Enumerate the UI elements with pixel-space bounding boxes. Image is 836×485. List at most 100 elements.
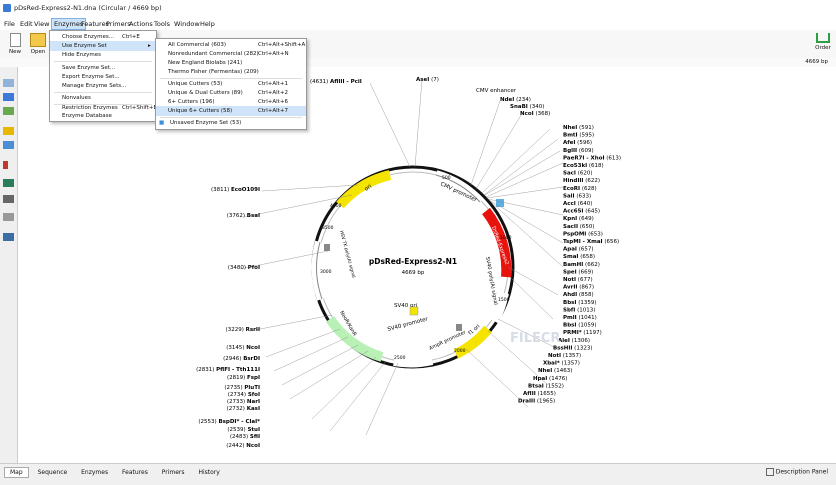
submenu-thermo[interactable]: Thermo Fisher (Fermentas) (209) [168, 69, 259, 75]
menu-actions[interactable]: Actions [129, 20, 153, 28]
enzyme-label-right[interactable]: NcoI (368) [520, 111, 550, 117]
enzyme-label-right[interactable]: BbsI (1359) [563, 300, 597, 306]
menu-item-hide-enzymes[interactable]: Hide Enzymes [62, 52, 101, 58]
rotate-icon[interactable] [3, 161, 8, 169]
enzyme-label-right[interactable]: PspOMI (653) [563, 231, 603, 237]
enzyme-label-right[interactable]: AccI (640) [563, 201, 592, 207]
menu-primers[interactable]: Primers [106, 20, 131, 28]
enzyme-label-left[interactable]: (3811) EcoO109I [211, 187, 260, 193]
menu-features[interactable]: Features [81, 20, 109, 28]
menu-file[interactable]: File [4, 20, 15, 28]
enzyme-label-right[interactable]: Eco53kI (618) [563, 163, 604, 169]
enzyme-label-left[interactable]: (2733) NarI [227, 399, 260, 405]
enzyme-label-right[interactable]: BamHI (662) [563, 262, 600, 268]
cmv-enhancer-feature[interactable] [496, 199, 504, 207]
enzyme-label-right[interactable]: SmaI (658) [563, 254, 595, 260]
enzyme-label-right[interactable]: EcoRI (628) [563, 186, 597, 192]
menu-item-enzyme-database[interactable]: Enzyme Database [62, 113, 112, 119]
enzyme-label-right[interactable]: AfIII (1655) [523, 391, 556, 397]
enzyme-label-right[interactable]: BmtI (595) [563, 133, 594, 139]
menu-window[interactable]: Window [174, 20, 200, 28]
menu-item-manage-enzyme-sets[interactable]: Manage Enzyme Sets... [62, 83, 127, 89]
enzyme-label-right[interactable]: AhdI (858) [563, 292, 594, 298]
enzyme-label-right[interactable]: SpeI (669) [563, 269, 593, 275]
menu-item-choose-enzymes[interactable]: Choose Enzymes...Ctrl+E [62, 34, 140, 40]
enzyme-label-right[interactable]: AvrII (867) [563, 285, 594, 291]
submenu-6plus[interactable]: 6+ Cutters (196)Ctrl+Alt+6 [168, 99, 288, 105]
menu-item-nonvalues[interactable]: Nonvalues [62, 95, 91, 101]
menu-enzymes[interactable]: Enzymes [51, 18, 87, 30]
menu-edit[interactable]: Edit [20, 20, 33, 28]
submenu-nonredundant[interactable]: Nonredundant Commercial (282)Ctrl+Alt+N [168, 51, 289, 57]
submenu-unique-6plus[interactable]: Unique 6+ Cutters (58)Ctrl+Alt+7 [156, 106, 306, 116]
enzyme-label-right[interactable]: SacII (650) [563, 224, 595, 230]
enzyme-label-right[interactable]: ApaI (657) [563, 247, 594, 253]
enzyme-label-right[interactable]: TspMI - XmaI (656) [563, 239, 619, 245]
tab-history[interactable]: History [198, 469, 220, 476]
enzyme-label-top-1[interactable]: AseI (7) [416, 77, 439, 83]
view-features-icon[interactable] [3, 93, 14, 101]
enzyme-label-right[interactable]: Acc65I (645) [563, 209, 600, 215]
zoom-icon[interactable] [3, 179, 14, 187]
enzyme-label-left[interactable]: (3480) PfoI [228, 265, 260, 271]
submenu-all-commercial[interactable]: All Commercial (603)Ctrl+Alt+Shift+A [168, 42, 306, 48]
enzyme-label-right[interactable]: SnaBI (340) [510, 104, 544, 110]
ruler-icon[interactable] [3, 213, 14, 221]
enzyme-label-left[interactable]: (2734) SfoI [228, 392, 260, 398]
enzyme-label-left[interactable]: (2732) KasI [227, 406, 260, 412]
enzyme-label-right[interactable]: SacI (620) [563, 171, 593, 177]
menu-item-save-enzyme-set[interactable]: Save Enzyme Set... [62, 65, 116, 71]
sv40-ori-feature[interactable] [409, 306, 419, 316]
menu-item-use-enzyme-set[interactable]: Use Enzyme Set▸ [50, 41, 156, 51]
description-panel-toggle[interactable]: Description Panel [765, 468, 828, 476]
tab-enzymes[interactable]: Enzymes [81, 469, 109, 476]
enzyme-label-right[interactable]: HindIII (622) [563, 178, 600, 184]
enzyme-label-right[interactable]: BtsaI (1552) [528, 383, 564, 389]
enzyme-label-right[interactable]: BglII (609) [563, 148, 594, 154]
enzyme-label-right[interactable]: PmlI (1041) [563, 315, 597, 321]
enzyme-label-right[interactable]: SbfI (1013) [563, 307, 595, 313]
enzyme-label-right[interactable]: AfeI (596) [563, 140, 592, 146]
view-enzymes-icon[interactable] [3, 107, 14, 115]
ori-feature[interactable] [336, 170, 392, 209]
neokanr-feature[interactable] [325, 316, 384, 362]
enzyme-label-right[interactable]: BssHII (1323) [553, 345, 592, 351]
enzyme-label-top-0[interactable]: (4631) AflIII - PciI [310, 79, 362, 85]
new-button[interactable]: New [4, 33, 26, 55]
tab-map[interactable]: Map [4, 467, 29, 478]
tab-features[interactable]: Features [122, 469, 148, 476]
ampr-promoter-feature[interactable] [393, 355, 434, 368]
enzyme-label-right[interactable]: NheI (591) [563, 125, 594, 131]
f1-ori-feature[interactable] [453, 325, 492, 359]
enzyme-label-right[interactable]: NdeI (234) [500, 97, 531, 103]
view-primers-icon[interactable] [3, 127, 14, 135]
enzyme-label-right[interactable]: NheI (1463) [538, 368, 572, 374]
menu-view[interactable]: View [34, 20, 50, 28]
submenu-unique-dual[interactable]: Unique & Dual Cutters (89)Ctrl+Alt+2 [168, 90, 288, 96]
enzyme-label-left[interactable]: (2831) PflFI - Tth111I [196, 367, 260, 373]
enzyme-label-left[interactable]: (2735) PluTI [224, 385, 260, 391]
enzyme-label-left[interactable]: (3229) RsrII [226, 327, 260, 333]
dsred-feature[interactable] [481, 207, 512, 278]
enzyme-label-right[interactable]: SalI (633) [563, 193, 591, 199]
tab-primers[interactable]: Primers [161, 469, 185, 476]
menu-tools[interactable]: Tools [154, 20, 171, 28]
translate-icon[interactable] [3, 195, 14, 203]
map-canvas[interactable]: pDsRed-Express2-N1 4669 bp ori CMV promo… [18, 67, 836, 463]
enzyme-label-right[interactable]: HpaI (1476) [533, 376, 567, 382]
menu-help[interactable]: Help [200, 20, 215, 28]
enzyme-label-right[interactable]: AleI (1306) [558, 338, 590, 344]
order-button[interactable]: Order [812, 33, 834, 51]
view-map-icon[interactable] [3, 79, 14, 87]
enzyme-label-left[interactable]: (3762) BsaI [227, 213, 260, 219]
enzyme-label-right[interactable]: BbsI (1059) [563, 323, 597, 329]
sv40-polya-feature[interactable] [489, 291, 509, 324]
enzyme-label-left[interactable]: (2539) StuI [227, 427, 260, 433]
enzyme-label-right[interactable]: PRMI* (1197) [563, 330, 602, 336]
enzyme-label-left[interactable]: (2553) BspDI* - ClaI* [198, 419, 260, 425]
submenu-unsaved-set[interactable]: ■Unsaved Enzyme Set (53) [159, 120, 242, 126]
enzyme-label-right[interactable]: DraIII (1965) [518, 399, 555, 405]
enzyme-label-right[interactable]: XbaI* (1357) [543, 361, 580, 367]
enzyme-label-right[interactable]: NotI (677) [563, 277, 593, 283]
